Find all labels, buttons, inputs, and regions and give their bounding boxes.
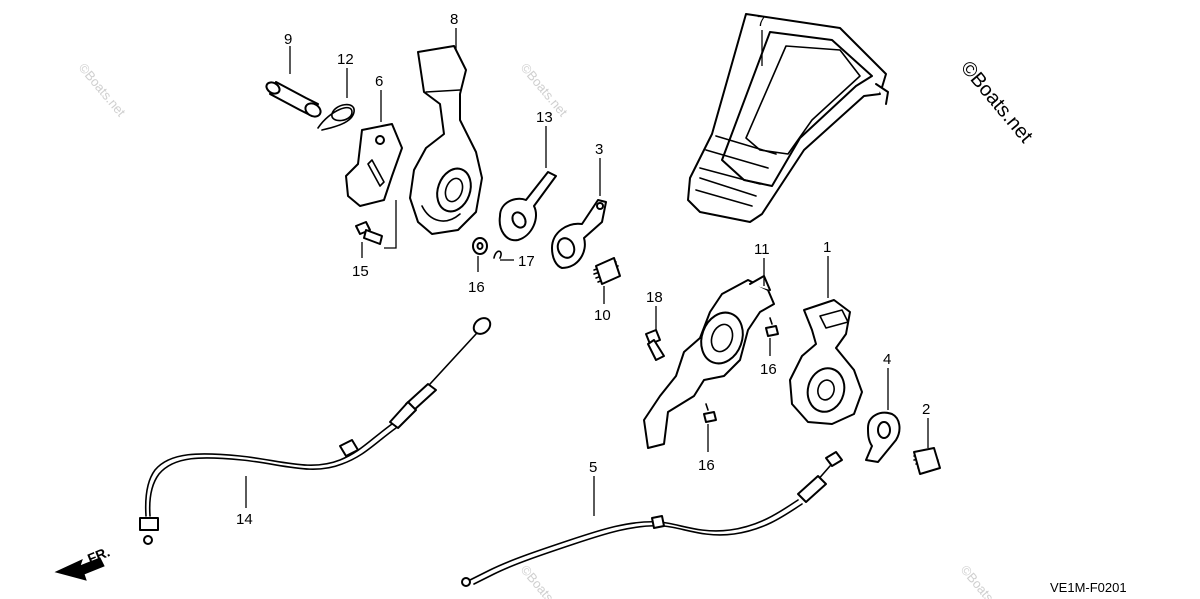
part-12-spring[interactable] — [317, 103, 355, 131]
part-5-cable[interactable] — [461, 451, 843, 587]
part-9-pin[interactable] — [264, 80, 322, 119]
part-11-bracket[interactable] — [643, 275, 775, 449]
part-15-bolt[interactable] — [355, 221, 383, 245]
callout-7: 7 — [757, 13, 765, 30]
front-label: FR. — [85, 543, 112, 566]
part-18-clip[interactable] — [493, 250, 502, 259]
callout-12: 12 — [337, 51, 354, 68]
callout-9: 9 — [284, 31, 292, 48]
brand-watermark: ©Boats.net — [956, 57, 1037, 148]
part-19-bolt[interactable] — [645, 329, 665, 361]
callout-11: 11 — [754, 241, 770, 258]
part-13-plate[interactable] — [498, 171, 557, 242]
part-2-spring[interactable] — [913, 447, 941, 475]
callout-16: 16 — [760, 361, 777, 378]
callout-15: 15 — [352, 263, 369, 280]
callout-2: 2 — [922, 401, 930, 418]
part-6-bracket[interactable] — [345, 123, 403, 207]
callout-13: 13 — [536, 109, 553, 126]
callout-18: 17 — [518, 253, 535, 270]
watermarks: ©Boats.net ©Boats.net ©Boats.net ©Boats.… — [76, 60, 1011, 599]
watermark: ©Boats.net — [958, 562, 1011, 599]
callout-10: 10 — [594, 307, 611, 324]
watermark: ©Boats.net — [76, 60, 129, 119]
callout-3: 3 — [595, 141, 603, 158]
part-3-cam[interactable] — [551, 199, 607, 269]
part-10-spring[interactable] — [593, 257, 621, 285]
callout-17: 16 — [468, 279, 485, 296]
callout-19: 18 — [646, 289, 663, 306]
callout-4: 4 — [883, 351, 891, 368]
callout-1: 1 — [823, 239, 831, 256]
part-1-lever[interactable] — [789, 299, 863, 425]
part-17-washer[interactable] — [472, 237, 488, 255]
watermark: ©Boats.net — [518, 562, 571, 599]
front-arrow-icon: FR. — [54, 543, 112, 581]
callout-8: 8 — [450, 11, 458, 28]
callout-16: 16 — [698, 457, 715, 474]
part-4-cam[interactable] — [865, 411, 901, 463]
part-16-screw-upper[interactable] — [765, 317, 779, 337]
part-14-cable[interactable] — [139, 315, 493, 545]
part-8-lever[interactable] — [409, 45, 483, 235]
part-7-cover[interactable] — [687, 13, 889, 223]
part-callouts: 9 12 6 8 13 3 7 15 16 17 10 11 1 18 16 4… — [236, 11, 930, 528]
part-16-screw-lower[interactable] — [703, 403, 717, 423]
callout-5: 5 — [589, 459, 597, 476]
diagram-code: VE1M-F0201 — [1050, 580, 1127, 595]
callout-6: 6 — [375, 73, 383, 90]
callout-14: 14 — [236, 511, 253, 528]
